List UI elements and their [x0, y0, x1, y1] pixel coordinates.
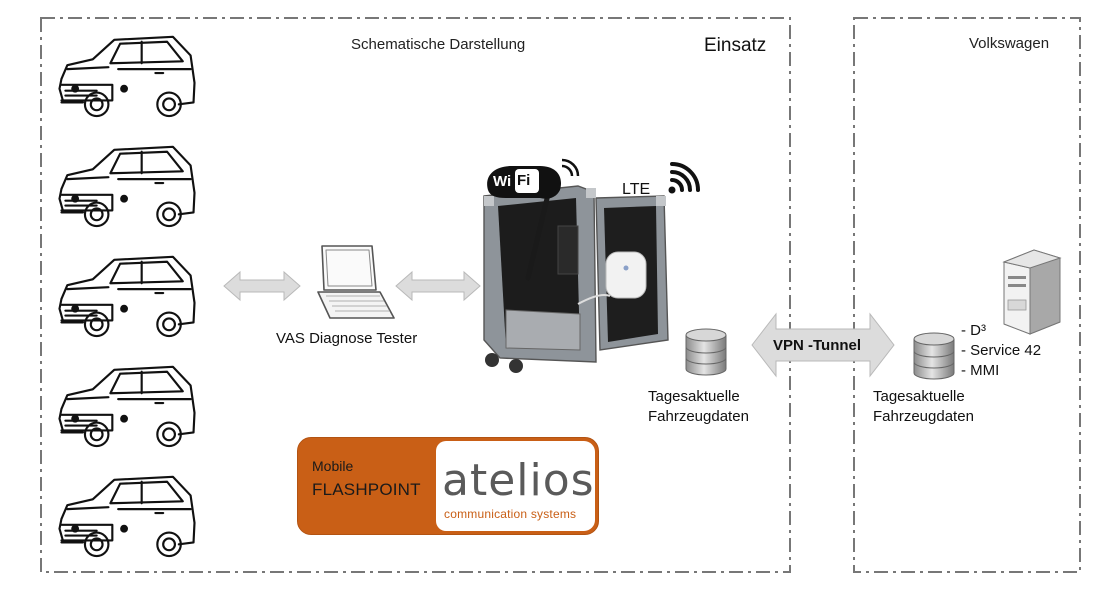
car-icon [58, 35, 196, 118]
db-right-label-line2: Fahrzeugdaten [873, 408, 974, 425]
diagram-subtitle: Schematische Darstellung [351, 36, 526, 53]
car-icon [58, 145, 196, 228]
wifi-label-wi: Wi [493, 173, 512, 190]
car-icon [58, 475, 196, 558]
atelios-tagline: communication systems [444, 507, 577, 521]
server-item: - MMI [961, 362, 1000, 379]
car-icon [58, 365, 196, 448]
vpn-tunnel-label: VPN -Tunnel [773, 337, 862, 354]
double-arrow-icon [395, 270, 481, 302]
db-left-label-line1: Tagesaktuelle [648, 388, 740, 405]
mobile-flashpoint-logo: Mobile FLASHPOINT atelios communication … [297, 437, 599, 535]
logo-mobile-text: Mobile [312, 458, 354, 474]
logo-left-panel: Mobile FLASHPOINT [298, 438, 438, 534]
double-arrow-icon [223, 270, 301, 302]
einsatz-zone-title: Einsatz [704, 35, 767, 56]
lte-label: LTE [622, 181, 651, 198]
vpn-tunnel-arrow-icon [751, 312, 895, 378]
database-icon [913, 332, 955, 380]
wifi-badge-icon [487, 158, 580, 199]
db-right-label-line1: Tagesaktuelle [873, 388, 965, 405]
db-left-label-line2: Fahrzeugdaten [648, 408, 749, 425]
car-icon [58, 255, 196, 338]
logo-flashpoint-text: FLASHPOINT [312, 480, 421, 499]
server-item: - D³ [961, 322, 986, 339]
server-item: - Service 42 [961, 342, 1042, 359]
server-icon [1002, 249, 1062, 335]
atelios-wordmark: atelios [442, 455, 595, 506]
vas-tester-label: VAS Diagnose Tester [276, 330, 418, 347]
laptop-icon [317, 245, 395, 319]
logo-right-panel: atelios communication systems [436, 441, 595, 531]
volkswagen-zone-title: Volkswagen [969, 35, 1050, 52]
flight-case-icon [483, 183, 669, 373]
volkswagen-zone-border [853, 17, 1081, 573]
signal-icon [668, 162, 700, 194]
wifi-label-fi: Fi [517, 172, 531, 189]
einsatz-zone-border [40, 17, 791, 573]
database-icon [685, 328, 727, 376]
